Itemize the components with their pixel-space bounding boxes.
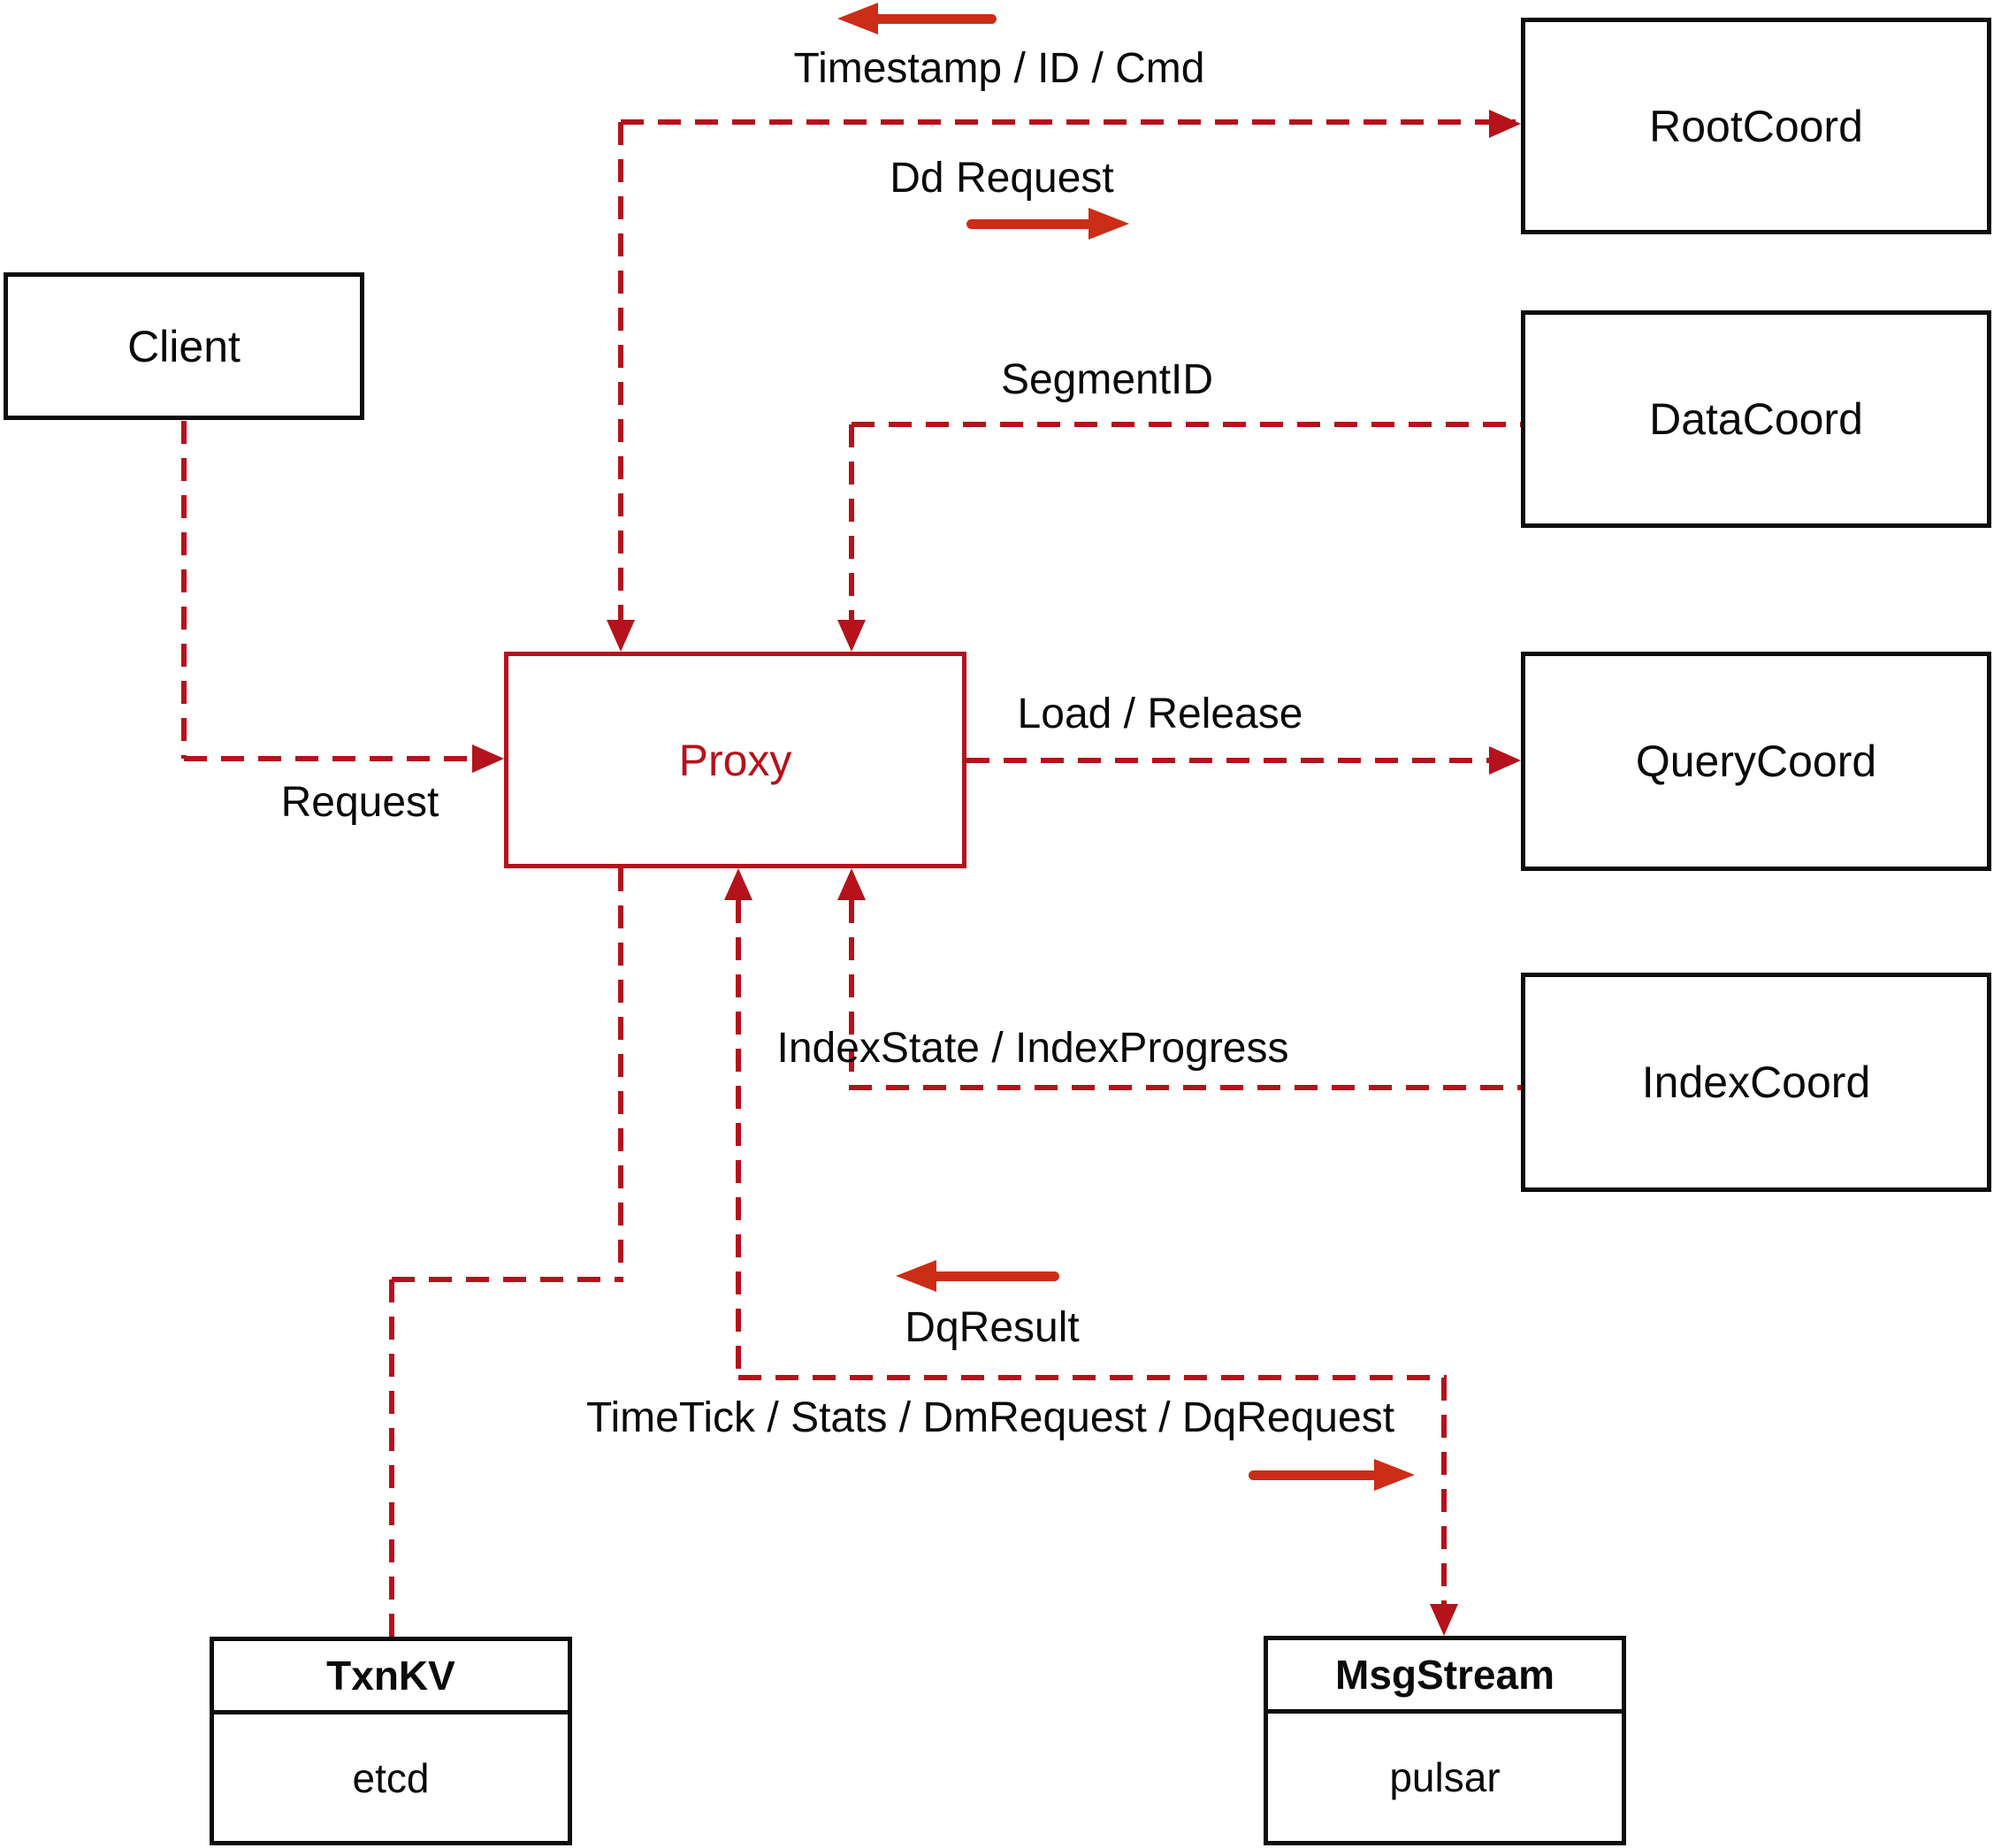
edge-proxy-txnkv-vertical-lower: [389, 1279, 394, 1637]
arrowhead-into-proxy-left-icon: [472, 745, 504, 773]
timestamp-direction-arrow-shaft: [871, 14, 997, 24]
arrowhead-into-proxy-bottom-right-icon: [837, 868, 866, 900]
dd-request-direction-right-arrow-icon: [1089, 208, 1129, 240]
arrowhead-into-msgstream-icon: [1430, 1604, 1458, 1636]
node-txnkv-impl: etcd: [352, 1754, 430, 1801]
dqresult-direction-left-arrow-icon: [896, 1260, 936, 1292]
arrowhead-into-proxy-top-right-icon: [837, 620, 866, 652]
node-client: Client: [4, 272, 364, 420]
node-datacoord: DataCoord: [1521, 310, 1991, 528]
node-msgstream: MsgStream pulsar: [1264, 1636, 1626, 1845]
node-msgstream-impl: pulsar: [1389, 1754, 1501, 1800]
arrowhead-into-proxy-bottom-left-icon: [724, 868, 752, 900]
edge-proxy-txnkv-vertical-upper: [618, 868, 623, 1279]
edge-proxy-rootcoord-vertical: [618, 122, 623, 620]
timestamp-direction-left-arrow-icon: [837, 3, 878, 34]
node-client-label: Client: [127, 321, 241, 371]
arrowhead-into-querycoord-icon: [1489, 746, 1521, 775]
node-proxy-label: Proxy: [678, 735, 792, 785]
edge-proxy-msgstream-vertical-right: [1441, 1378, 1447, 1604]
edge-client-proxy-horizontal: [184, 756, 472, 761]
edge-proxy-querycoord-horizontal: [966, 758, 1489, 763]
edge-label-load-release: Load / Release: [1017, 691, 1303, 737]
edge-label-dq-result: DqResult: [905, 1304, 1080, 1351]
node-rootcoord-label: RootCoord: [1649, 101, 1863, 151]
edge-label-segment-id: SegmentID: [1000, 356, 1214, 403]
edge-datacoord-proxy-horizontal: [852, 422, 1521, 427]
edge-datacoord-proxy-vertical: [849, 424, 854, 620]
node-querycoord-label: QueryCoord: [1635, 737, 1877, 786]
edge-proxy-msgstream-vertical-left: [736, 900, 741, 1378]
node-querycoord: QueryCoord: [1521, 652, 1991, 871]
timetick-direction-arrow-shaft: [1249, 1470, 1378, 1480]
node-txnkv: TxnKV etcd: [210, 1637, 572, 1845]
edge-proxy-msgstream-horizontal: [738, 1375, 1447, 1380]
edge-label-index-state: IndexState / IndexProgress: [776, 1025, 1289, 1072]
node-indexcoord-label: IndexCoord: [1641, 1058, 1871, 1107]
edge-proxy-rootcoord-horizontal: [621, 119, 1516, 125]
arrowhead-into-proxy-top-left-icon: [607, 620, 635, 652]
edge-label-dd-request: Dd Request: [890, 155, 1114, 202]
arrowhead-into-rootcoord-icon: [1489, 110, 1521, 138]
timetick-direction-right-arrow-icon: [1374, 1459, 1415, 1491]
edge-label-timestamp: Timestamp / ID / Cmd: [793, 45, 1205, 92]
dd-request-direction-arrow-shaft: [966, 219, 1092, 229]
edge-indexcoord-proxy-vertical: [849, 900, 854, 1088]
node-txnkv-title: TxnKV: [214, 1641, 568, 1714]
edge-indexcoord-proxy-horizontal: [849, 1085, 1521, 1090]
edge-proxy-txnkv-horizontal: [392, 1277, 623, 1282]
node-datacoord-label: DataCoord: [1649, 394, 1863, 444]
node-msgstream-title: MsgStream: [1268, 1640, 1622, 1714]
node-indexcoord: IndexCoord: [1521, 973, 1991, 1192]
edge-client-proxy-vertical: [181, 421, 187, 759]
dqresult-direction-arrow-shaft: [929, 1271, 1059, 1281]
node-rootcoord: RootCoord: [1521, 18, 1991, 234]
edge-label-request: Request: [280, 779, 439, 826]
node-proxy: Proxy: [504, 652, 966, 868]
edge-label-time-tick: TimeTick / Stats / DmRequest / DqRequest: [585, 1394, 1395, 1441]
